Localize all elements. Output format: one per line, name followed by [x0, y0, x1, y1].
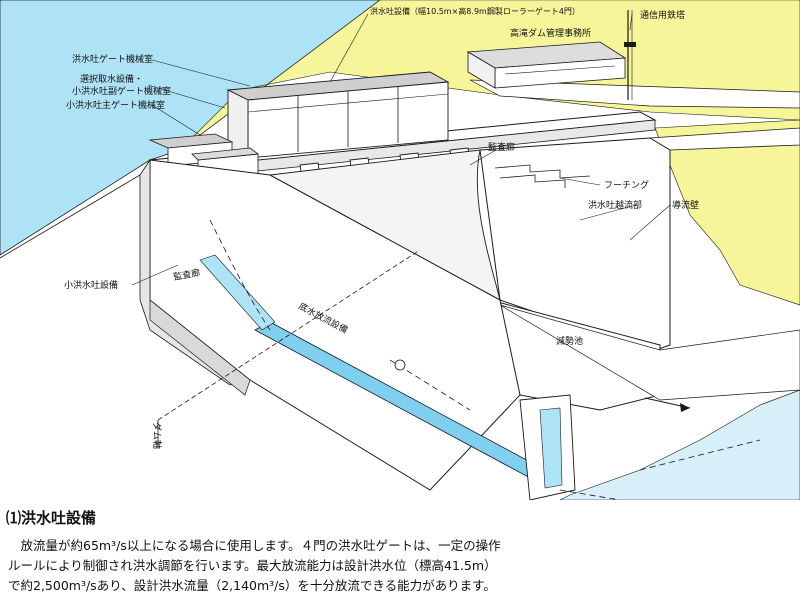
section-body: 放流量が約65m³/s以上になる場合に使用します。４門の洪水吐ゲートは、一定の操… — [8, 536, 528, 596]
body-line: ルールにより制御され洪水調節を行います。最大放流能力は設計洪水位（標高41.5m… — [8, 558, 497, 573]
reservoir-water — [0, 0, 381, 256]
spillway-gate-machine-house — [226, 71, 450, 159]
management-office-building — [466, 41, 627, 89]
label-footing: フーチング — [604, 179, 649, 191]
body-line: 放流量が約65m³/s以上になる場合に使用します。４門の洪水吐ゲートは、一定の操… — [8, 538, 501, 553]
dam-axis-line — [157, 249, 421, 421]
footing — [494, 164, 591, 188]
body-line: で約2,500m³/sあり、設計洪水流量（2,140m³/s）を十分放流できる能… — [8, 578, 496, 593]
right-bank-land — [654, 119, 800, 306]
label-spillway-facility: 洪水吐設備（幅10.5m×高8.9m鋼製ローラーゲート4門） — [370, 6, 580, 16]
downstream-river — [559, 389, 800, 500]
basin-floor — [499, 304, 800, 401]
label-guide-wall: 導流壁 — [672, 199, 699, 211]
label-selective-intake-1: 選択取水設備・ — [80, 73, 143, 85]
label-spillway-overflow: 洪水吐越流部 — [588, 199, 642, 211]
label-comm-tower: 通信用鉄塔 — [640, 9, 685, 21]
dam-spillway-diagram: 洪水吐設備（幅10.5m×高8.9m鋼製ローラーゲート4門） 通信用鉄塔 高滝ダ… — [0, 0, 800, 500]
section-heading: ⑴洪水吐設備 — [6, 509, 97, 527]
label-small-spillway-main-gate-room: 小洪水吐主ゲート機械室 — [66, 99, 165, 111]
label-spillway-gate-machine-room: 洪水吐ゲート機械室 — [72, 53, 153, 65]
label-dam-axis: ダム軸 — [151, 422, 163, 449]
communication-tower — [624, 10, 636, 100]
access-road — [469, 79, 800, 109]
label-management-office: 高滝ダム管理事務所 — [510, 27, 591, 39]
label-selective-intake-2: 小洪水吐副ゲート機械室 — [72, 85, 171, 97]
label-inspection-gallery-right: 監査廊 — [488, 141, 515, 153]
label-small-spillway: 小洪水吐設備 — [64, 279, 118, 291]
label-stilling-basin: 減勢池 — [556, 335, 583, 347]
